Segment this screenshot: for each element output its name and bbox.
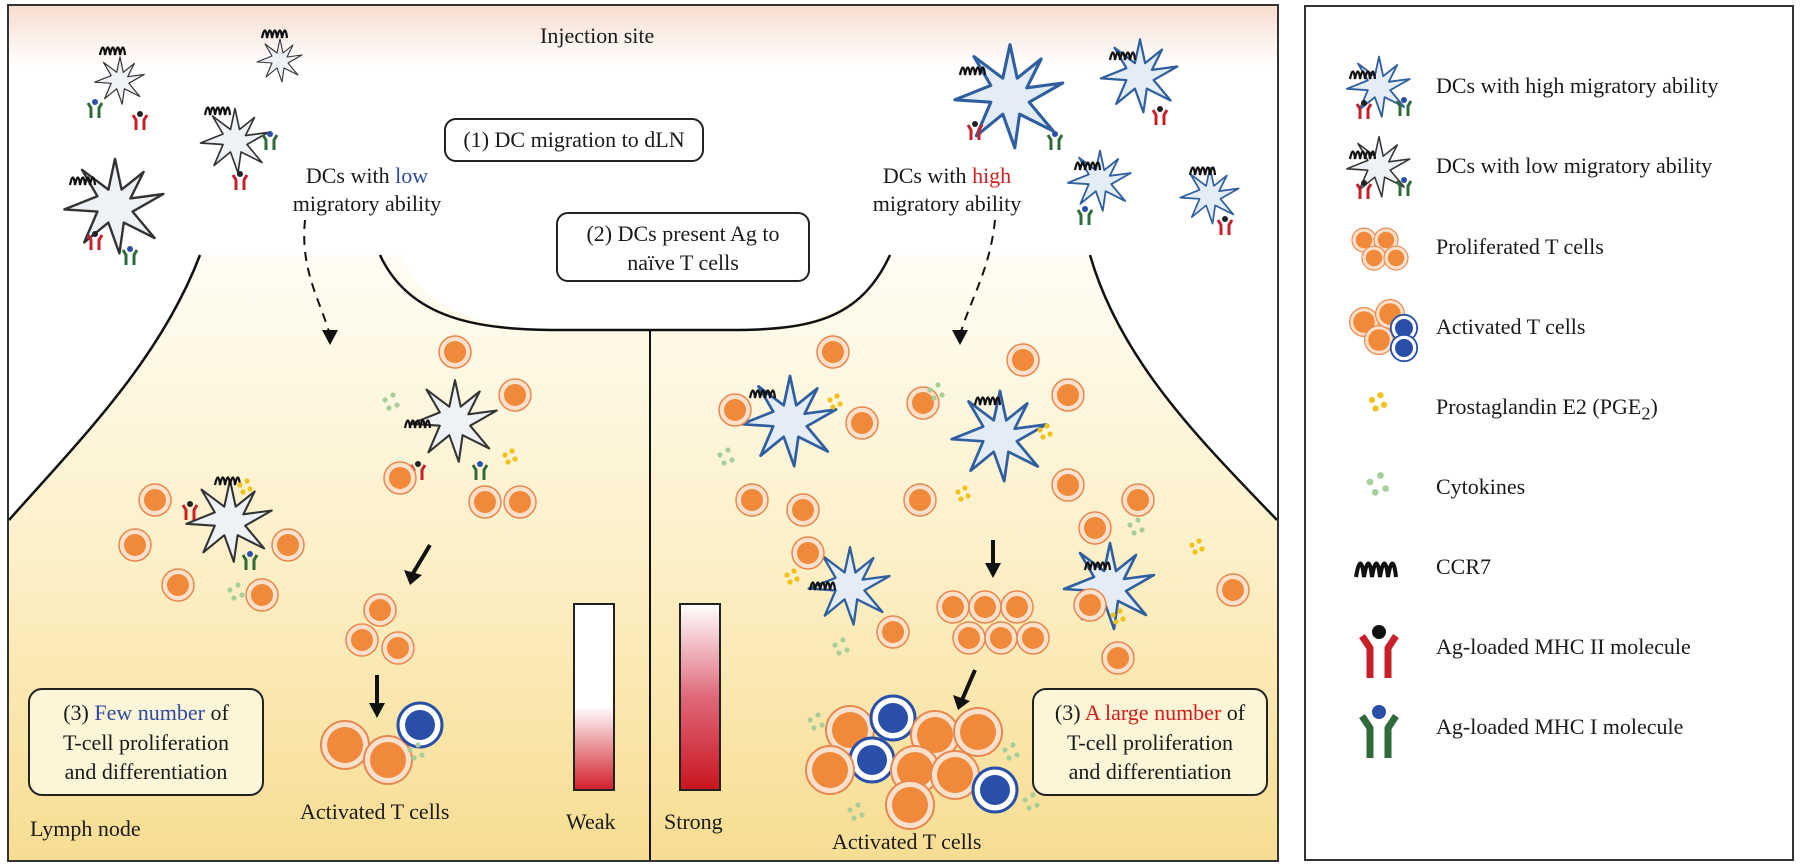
- high-dc-label: DCs with high migratory ability: [862, 162, 1032, 217]
- lymph-node-label: Lymph node: [30, 816, 141, 841]
- step1-text: (1) DC migration to dLN: [463, 127, 685, 152]
- cytokines-icon: [1366, 472, 1389, 496]
- legend-item-ccr7: CCR7: [1306, 532, 1792, 602]
- step2-line1: (2) DCs present Ag to: [586, 221, 780, 246]
- pge2-icon: [1368, 392, 1388, 412]
- left-outcome-line3: and differentiation: [64, 759, 228, 785]
- legend-item-mhc1: Ag-loaded MHC I molecule: [1306, 692, 1792, 762]
- right-outcome-suffix: of: [1221, 700, 1246, 725]
- left-outcome-line2: T-cell proliferation: [63, 729, 229, 755]
- weak-intensity-bar: [573, 603, 615, 791]
- weak-label: Weak: [566, 809, 616, 834]
- legend-item-cytokines: Cytokines: [1306, 452, 1792, 522]
- legend-label-dc-low: DCs with low migratory ability: [1436, 153, 1713, 178]
- dashed-arrowhead-right: [952, 330, 968, 345]
- strong-intensity-bar: [679, 603, 721, 791]
- legend-label-mhc1: Ag-loaded MHC I molecule: [1436, 714, 1684, 739]
- right-outcome-line2: T-cell proliferation: [1067, 729, 1233, 755]
- lymph-node-boundary-left: [8, 254, 202, 521]
- activated-t-cells-left-label: Activated T cells: [300, 799, 450, 824]
- legend-label-pge2-main: Prostaglandin E2 (PGE: [1436, 394, 1642, 419]
- legend-item-dc-high: DCs with high migratory ability: [1306, 51, 1792, 121]
- right-outcome-line3: and differentiation: [1068, 759, 1232, 785]
- legend-label-mhc2: Ag-loaded MHC II molecule: [1436, 634, 1691, 659]
- activated-t-cells-icon: [1348, 299, 1419, 362]
- legend-item-dc-low: DCs with low migratory ability: [1306, 131, 1792, 201]
- left-proliferation: [320, 543, 444, 785]
- mhc1-icon: [1359, 705, 1399, 758]
- legend-label-activated: Activated T cells: [1436, 314, 1586, 339]
- step1-box: (1) DC migration to dLN: [444, 118, 704, 162]
- right-proliferation: [805, 540, 1050, 830]
- legend-label-proliferated: Proliferated T cells: [1436, 234, 1604, 259]
- legend-label-dc-high: DCs with high migratory ability: [1436, 73, 1719, 98]
- left-outcome-prefix: (3): [63, 700, 95, 725]
- high-dc-highlight: high: [972, 163, 1012, 188]
- high-dc-prefix: DCs with: [882, 163, 973, 188]
- low-dc-line2: migratory ability: [292, 190, 442, 216]
- legend-label-ccr7: CCR7: [1436, 554, 1492, 579]
- ccr7-icon: [1354, 561, 1398, 578]
- legend-label-pge2-sub: 2: [1641, 403, 1651, 424]
- legend-item-proliferated: Proliferated T cells: [1306, 212, 1792, 282]
- lymph-node-boundary-right: [1088, 254, 1278, 521]
- legend-panel: DCs with high migratory ability DCs with…: [1304, 5, 1794, 861]
- proliferated-t-cells-icon: [1351, 227, 1409, 271]
- legend-label-cytokines: Cytokines: [1436, 474, 1526, 499]
- strong-label: Strong: [664, 809, 723, 834]
- dashed-arrowhead-left: [322, 330, 338, 345]
- activated-t-cells-right-label: Activated T cells: [832, 829, 982, 854]
- legend-item-pge2: Prostaglandin E2 (PGE2): [1306, 372, 1792, 442]
- step2-box: (2) DCs present Ag to naïve T cells: [556, 212, 810, 282]
- left-outcome-box: (3) Few number of T-cell proliferation a…: [28, 688, 264, 796]
- right-outcome-highlight: A large number: [1084, 700, 1222, 725]
- injection-site-label: Injection site: [540, 23, 655, 48]
- lymph-node-region: [9, 255, 1277, 860]
- legend-label-pge2: Prostaglandin E2 (PGE2): [1436, 394, 1658, 424]
- high-dc-line2: migratory ability: [872, 190, 1022, 216]
- right-outcome-prefix: (3): [1054, 700, 1085, 725]
- legend-item-mhc2: Ag-loaded MHC II molecule: [1306, 612, 1792, 682]
- dc-high-migratory-icon: [1345, 55, 1413, 121]
- step2-line2: naïve T cells: [627, 249, 739, 275]
- left-outcome-highlight: Few number: [94, 700, 205, 725]
- legend-item-activated: Activated T cells: [1306, 292, 1792, 362]
- injection-site-band: [9, 6, 1277, 66]
- right-outcome-box: (3) A large number of T-cell proliferati…: [1032, 688, 1268, 796]
- legend-label-pge2-suffix: ): [1650, 394, 1658, 419]
- mhc2-icon: [1359, 625, 1399, 678]
- dashed-arrow-right: [959, 219, 996, 336]
- low-dc-prefix: DCs with: [305, 163, 396, 188]
- low-dc-label: DCs with low migratory ability: [282, 162, 452, 217]
- low-dc-highlight: low: [395, 163, 429, 188]
- left-outcome-suffix: of: [204, 700, 229, 725]
- dc-low-migratory-icon: [1346, 135, 1413, 201]
- lymph-node-boundary-center: [378, 254, 892, 332]
